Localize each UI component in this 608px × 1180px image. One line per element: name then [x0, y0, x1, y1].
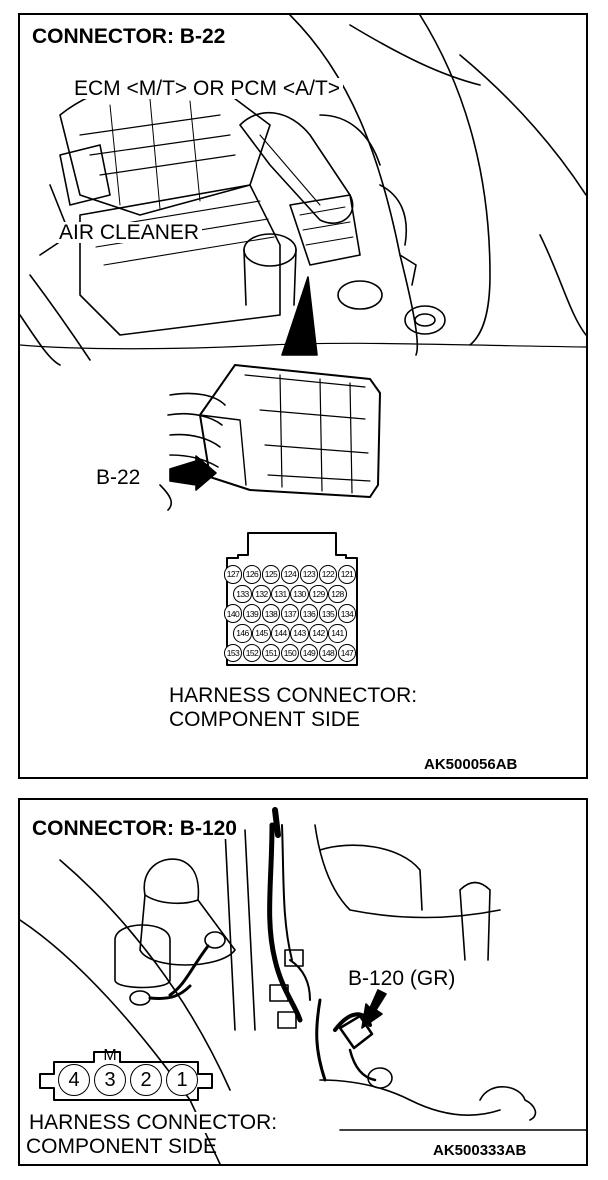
connector-pin: 143 [290, 624, 309, 643]
connector-pin: 147 [337, 643, 357, 663]
connector-pin: 3 [94, 1064, 126, 1096]
connector-key-label: M [103, 1047, 117, 1064]
figure-code: AK500333AB [433, 1142, 527, 1159]
connector-pin: 133 [233, 584, 252, 604]
connector-pin: 122 [318, 565, 338, 584]
connector-pin: 145 [252, 624, 271, 643]
connector-pin: 141 [328, 624, 347, 643]
connector-pin: 127 [223, 565, 243, 584]
engine-compartment-illustration [20, 807, 586, 1164]
connector-pin: 129 [309, 584, 328, 604]
connector-pin: 148 [318, 643, 338, 663]
connector-pin: 140 [223, 604, 243, 623]
harness-label-line1: HARNESS CONNECTOR: [26, 1112, 281, 1133]
connector-pin: 146 [233, 624, 252, 643]
connector-pin: 144 [271, 624, 290, 643]
connector-pin: 126 [242, 565, 262, 584]
connector-pin: 149 [299, 643, 319, 663]
connector-pin: 150 [280, 643, 300, 663]
connector-pin: 142 [309, 624, 328, 643]
connector-pin: 2 [130, 1064, 162, 1096]
panel-title: CONNECTOR: B-22 [32, 25, 226, 48]
connector-pin: 152 [242, 643, 262, 663]
connector-pin: 125 [261, 565, 281, 584]
connector-pin: 130 [290, 584, 309, 604]
connector-pin: 131 [271, 584, 290, 604]
connector-pin: 137 [280, 604, 300, 623]
harness-label-line2: COMPONENT SIDE [26, 1135, 217, 1158]
connector-pin: 1 [166, 1064, 198, 1096]
panel-title: CONNECTOR: B-120 [29, 818, 240, 839]
harness-label-line2: COMPONENT SIDE [169, 708, 360, 731]
connector-pin: 121 [337, 565, 357, 584]
connector-pin: 151 [261, 643, 281, 663]
connector-b22-panel: CONNECTOR: B-22 ECM <M/T> OR PCM <A/T> A… [18, 13, 588, 779]
connector-pointer-label: B-22 [96, 466, 141, 489]
ecm-label: ECM <M/T> OR PCM <A/T> [71, 78, 344, 99]
connector-pin: 134 [337, 604, 357, 623]
connector-pointer-label: B-120 (GR) [345, 968, 459, 989]
connector-pin: 136 [299, 604, 319, 623]
connector-pin: 139 [242, 604, 262, 623]
connector-pin: 138 [261, 604, 281, 623]
connector-pin: 124 [280, 565, 300, 584]
harness-label-line1: HARNESS CONNECTOR: [169, 684, 418, 707]
air-cleaner-label: AIR CLEANER [56, 222, 203, 243]
engine-bay-illustration [20, 15, 586, 666]
connector-pin: 123 [299, 565, 319, 584]
connector-pin: 4 [58, 1064, 90, 1096]
figure-code: AK500056AB [424, 756, 518, 773]
connector-pin: 153 [223, 643, 243, 663]
connector-pin: 128 [328, 584, 347, 604]
connector-pin: 135 [318, 604, 338, 623]
connector-pin: 132 [252, 584, 271, 604]
